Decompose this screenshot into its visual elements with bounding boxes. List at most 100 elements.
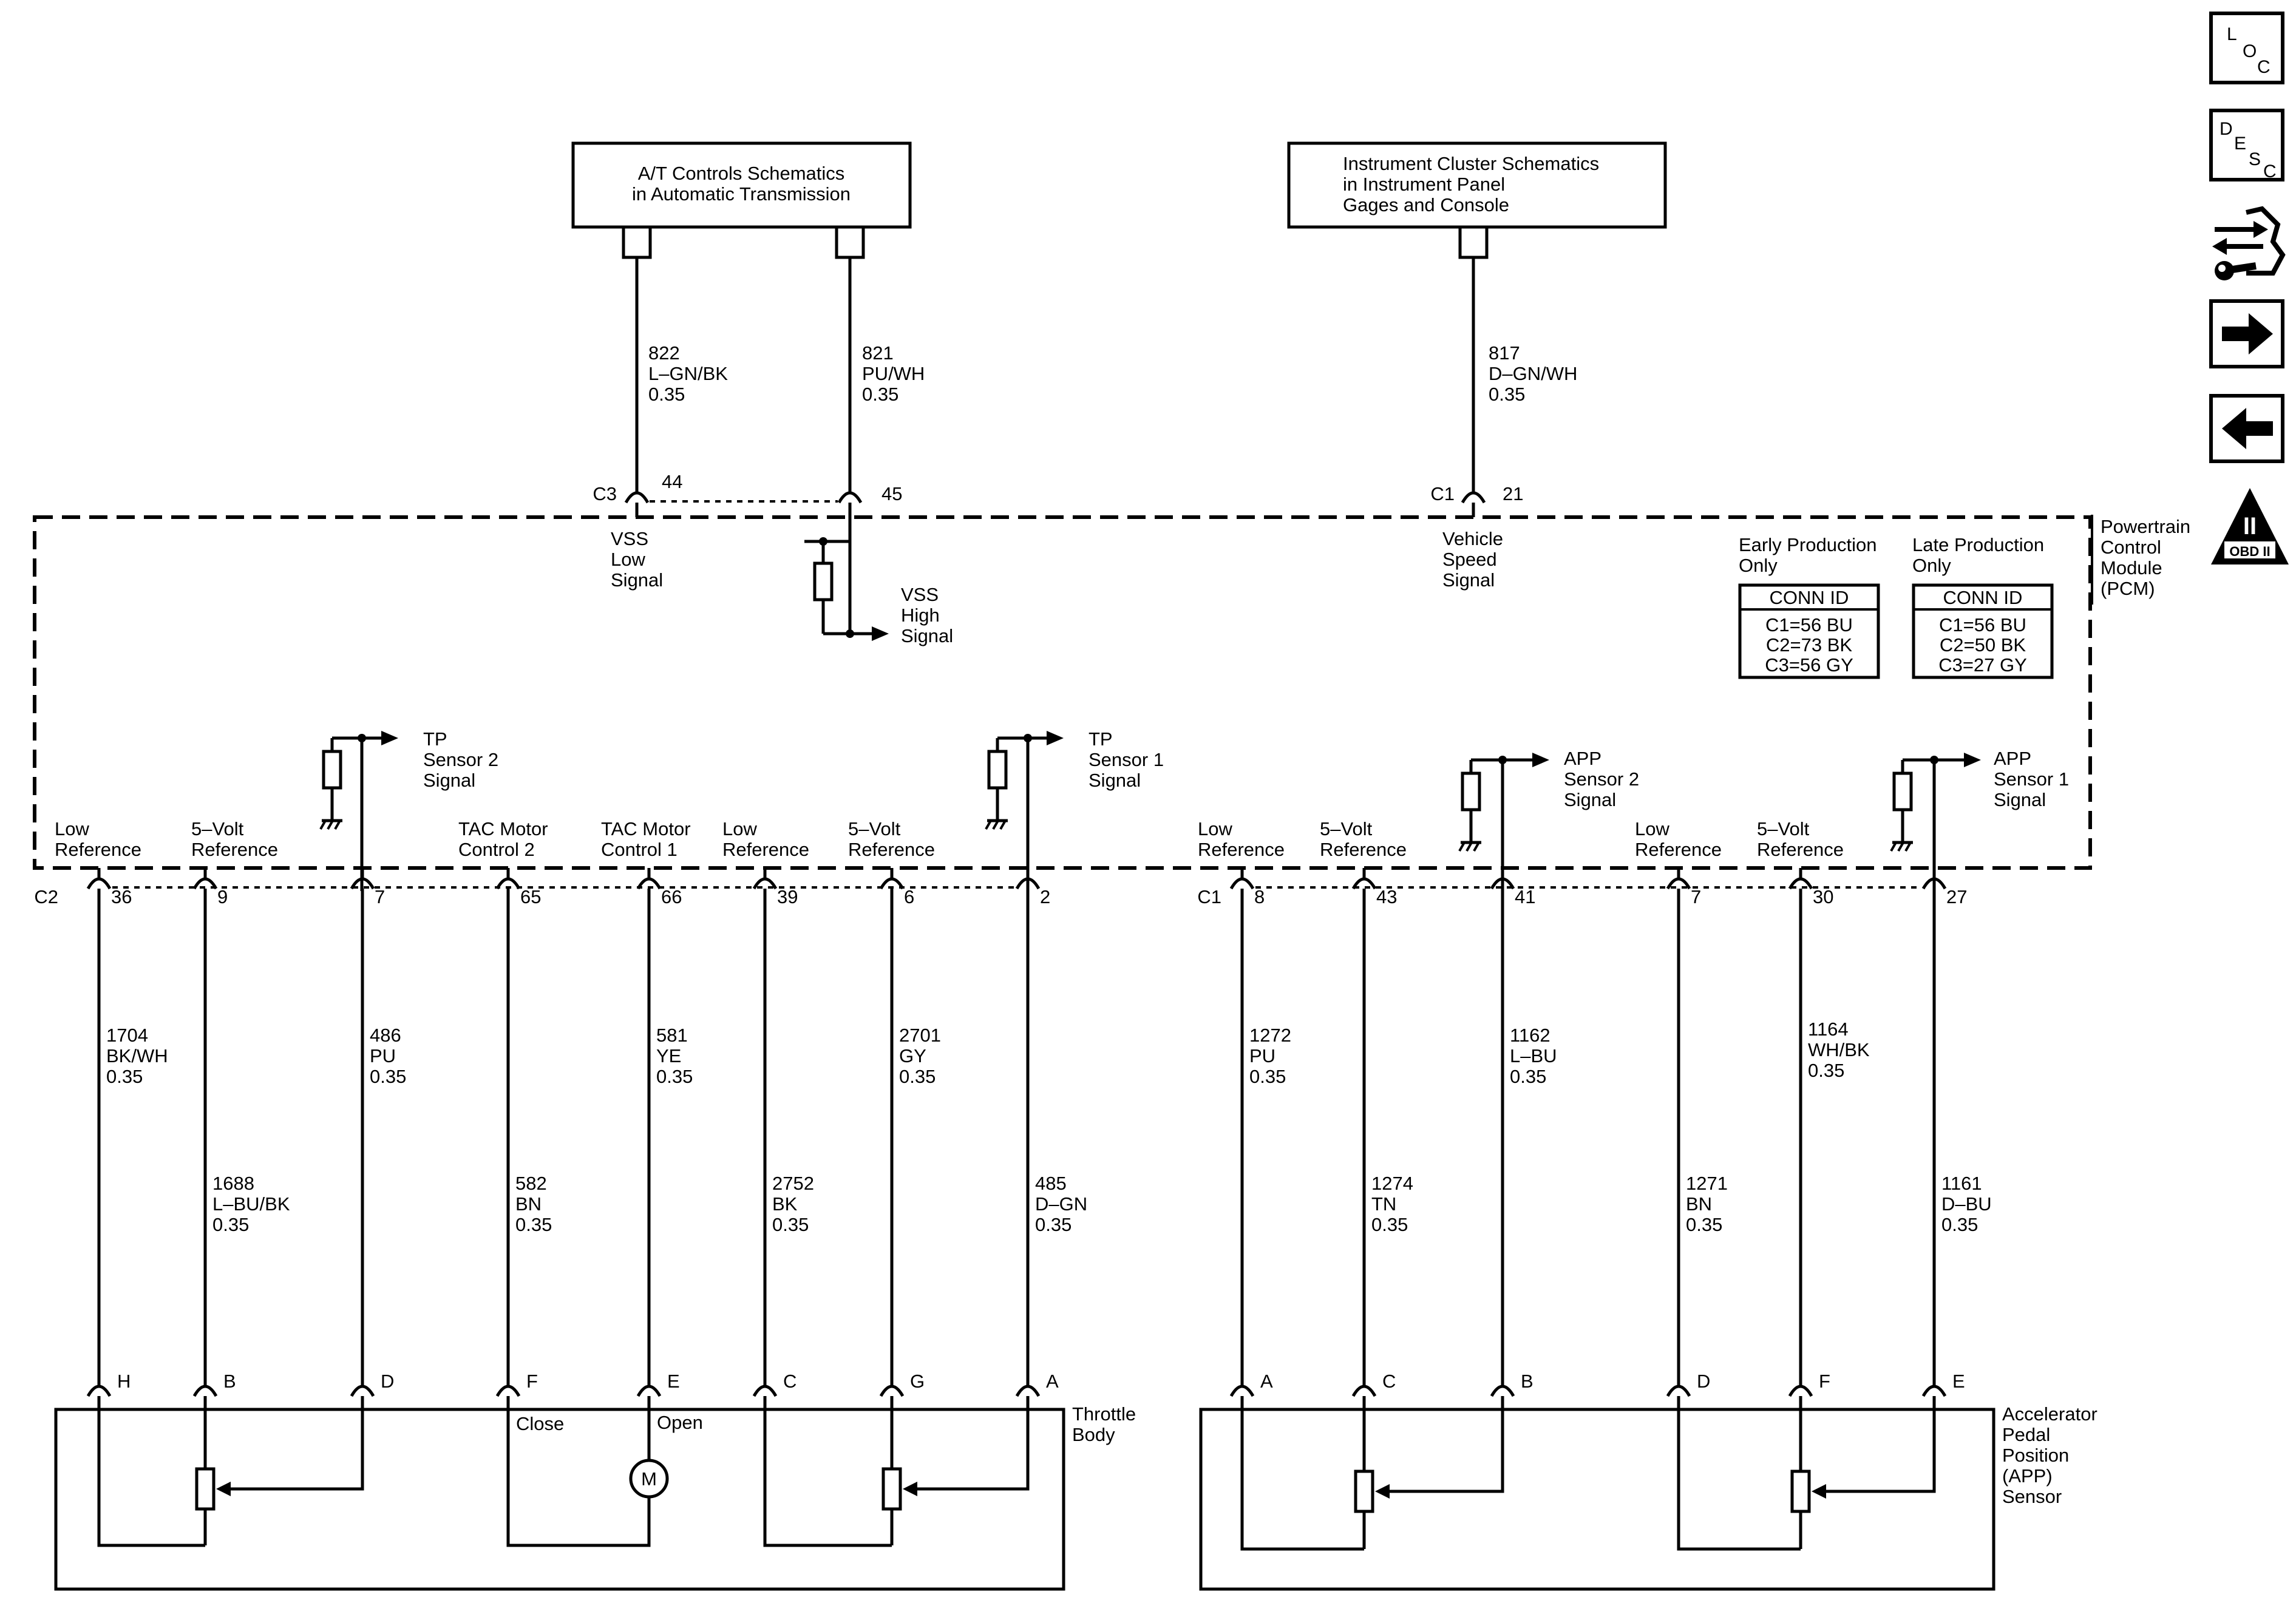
c2-terminal-H [86, 1385, 112, 1397]
c2-pin-2 [1015, 877, 1041, 890]
svg-text:TP: TP [1089, 728, 1113, 750]
c2-pin-number: 36 [111, 886, 132, 907]
early-production-table: Early Production Only CONN ID C1=56 BU C… [1738, 534, 1880, 679]
svg-text:5–Volt: 5–Volt [848, 818, 901, 839]
svg-text:Position: Position [2002, 1445, 2069, 1466]
svg-text:APP: APP [1564, 748, 1601, 769]
svg-text:C3=56 GY: C3=56 GY [1765, 654, 1853, 676]
svg-text:PU/WH: PU/WH [862, 363, 925, 384]
svg-text:Late Production: Late Production [1912, 534, 2044, 555]
pin-45: 45 [881, 483, 902, 504]
loc-icon[interactable]: L O C [2209, 12, 2284, 84]
pin-21: 21 [1503, 483, 1523, 504]
wire-gauge: 0.35 [899, 1066, 936, 1087]
svg-text:L: L [2227, 24, 2237, 44]
wire-color: L–BU/BK [212, 1193, 290, 1215]
connector-wrench-icon[interactable] [2212, 206, 2286, 280]
wire-circuit: 1271 [1686, 1173, 1728, 1194]
c1-pin-number: 43 [1376, 886, 1397, 907]
tp1-signal [985, 731, 1064, 891]
c1-terminal-F [1788, 1385, 1813, 1397]
svg-text:TP: TP [423, 728, 447, 750]
svg-text:0.35: 0.35 [648, 384, 685, 405]
at-controls-box[interactable]: A/T Controls Schematics in Automatic Tra… [571, 141, 912, 259]
svg-text:5–Volt: 5–Volt [191, 818, 244, 839]
svg-text:821: 821 [862, 342, 894, 364]
wire-gauge: 0.35 [1808, 1060, 1844, 1081]
tac-motor [629, 1459, 669, 1499]
svg-text:CONN ID: CONN ID [1770, 587, 1849, 608]
wire-gauge: 0.35 [212, 1214, 249, 1235]
svg-text:5–Volt: 5–Volt [1320, 818, 1373, 839]
app1-signal [1890, 753, 1981, 891]
wire-color: GY [899, 1045, 926, 1066]
tp2-potentiometer [195, 1467, 216, 1511]
c3-label: C3 [593, 483, 617, 504]
svg-text:Signal: Signal [423, 770, 475, 791]
ic-box-line1: Instrument Cluster Schematics [1343, 153, 1599, 174]
svg-text:Sensor 2: Sensor 2 [1564, 768, 1639, 790]
svg-text:Reference: Reference [1198, 839, 1285, 860]
c1-pin-number: 27 [1946, 886, 1967, 907]
c1-pin-7 [1666, 877, 1691, 890]
wire-circuit: 581 [656, 1025, 688, 1046]
svg-text:C2=73 BK: C2=73 BK [1766, 634, 1853, 656]
svg-text:Signal: Signal [1442, 569, 1495, 591]
terminal-letter: E [667, 1371, 680, 1392]
svg-text:High: High [901, 605, 940, 626]
svg-text:D: D [2220, 119, 2233, 139]
wire-circuit: 1161 [1941, 1173, 1982, 1194]
throttle-body[interactable]: Throttle Body M Close Open [54, 1396, 1136, 1591]
next-page-arrow-icon[interactable] [2209, 299, 2284, 368]
c2-pin-7 [350, 877, 375, 890]
c1-terminal-B [1490, 1385, 1515, 1397]
previous-page-arrow-icon[interactable] [2209, 394, 2284, 463]
svg-text:Control: Control [2101, 537, 2161, 558]
svg-text:Signal: Signal [901, 625, 953, 646]
open-label: Open [657, 1412, 703, 1433]
top-connector-c1: C1 21 [1430, 483, 1523, 504]
vehicle-speed-label: Vehicle Speed Signal [1442, 528, 1503, 591]
desc-icon[interactable]: D E S C [2209, 109, 2284, 181]
wire-gauge: 0.35 [1686, 1214, 1722, 1235]
at-box-line1: A/T Controls Schematics [638, 163, 845, 184]
svg-text:Reference: Reference [848, 839, 935, 860]
wire-circuit: 582 [515, 1173, 547, 1194]
svg-text:Sensor 1: Sensor 1 [1994, 768, 2069, 790]
terminal-letter: C [783, 1371, 796, 1392]
wire-circuit: 1704 [106, 1025, 148, 1046]
c1-pin-number: 30 [1813, 886, 1833, 907]
terminal-letter: F [1819, 1371, 1830, 1392]
app-sensor[interactable]: Accelerator Pedal Position (APP) Sensor [1199, 1396, 2097, 1591]
c2-terminal-F [495, 1385, 521, 1397]
svg-text:D–GN/WH: D–GN/WH [1489, 363, 1577, 384]
terminal-letter: A [1046, 1371, 1059, 1392]
terminal-letter: D [381, 1371, 394, 1392]
svg-text:C1=56 BU: C1=56 BU [1765, 614, 1853, 636]
wire-label-822: 822 L–GN/BK 0.35 [648, 342, 728, 405]
wire-color: BK [772, 1193, 798, 1215]
pcm-name: Powertrain Control Module (PCM) [2101, 516, 2190, 599]
svg-text:Sensor 2: Sensor 2 [423, 749, 498, 770]
c2-pin-number: 6 [904, 886, 914, 907]
c2-pin-39 [752, 877, 778, 890]
wire-gauge: 0.35 [656, 1066, 693, 1087]
svg-text:Sensor: Sensor [2002, 1486, 2062, 1507]
app1-potentiometer [1354, 1470, 1374, 1513]
svg-text:Reference: Reference [1757, 839, 1844, 860]
c2-pin-number: 66 [661, 886, 682, 907]
wire-circuit: 1164 [1808, 1019, 1849, 1040]
c2-pin-number: 2 [1040, 886, 1050, 907]
c2-terminal-G [879, 1385, 905, 1397]
c1-pin-8 [1229, 877, 1255, 890]
wire-gauge: 0.35 [1371, 1214, 1408, 1235]
obd-ii-icon[interactable]: II OBD II [2211, 488, 2289, 564]
svg-text:Reference: Reference [55, 839, 141, 860]
instrument-cluster-box[interactable]: Instrument Cluster Schematics in Instrum… [1287, 141, 1667, 259]
app1-label: APP Sensor 1 Signal [1994, 748, 2069, 810]
svg-text:Vehicle: Vehicle [1442, 528, 1503, 549]
